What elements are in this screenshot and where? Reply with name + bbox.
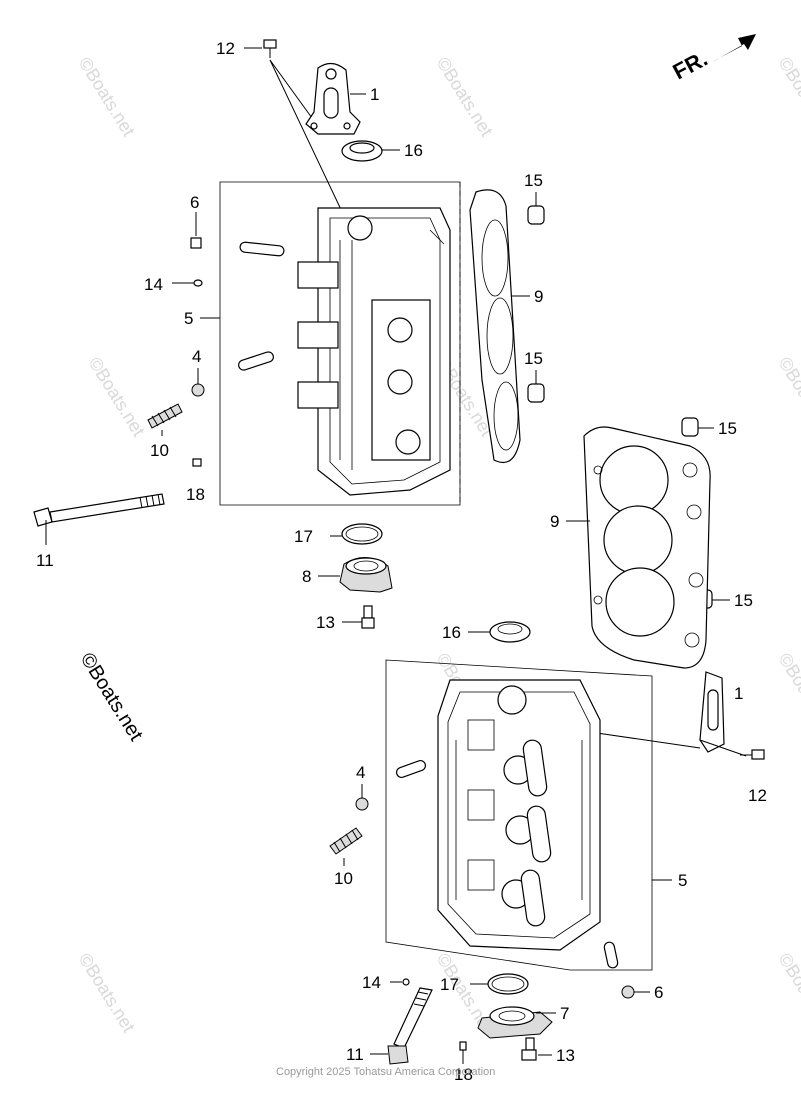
pin-18-top [192,458,202,467]
front-label: FR. [669,46,712,85]
callout-8: 8 [302,567,311,586]
plug-6-top [190,237,202,249]
watermark: ©Boats.net [75,54,139,140]
callout-10-bottom: 10 [334,869,353,888]
callout-15-c: 15 [718,419,737,438]
callout-11-top: 11 [36,551,54,570]
plug-6-bottom [621,985,635,999]
callout-9-top: 9 [534,287,543,306]
watermark: ©Boats.net [775,54,801,140]
callout-7: 7 [560,1004,569,1023]
front-direction-indicator: FR. [669,34,756,84]
bolt-12-bottom [740,749,765,760]
cylinder-head-bottom [437,679,601,951]
bolt-12-top [263,39,277,58]
callout-14-top: 14 [144,275,163,294]
gasket-9-mid [583,426,711,669]
watermark: ©Boats.net [85,354,149,440]
pin-14-bottom [402,978,410,986]
top-head-frame [219,181,461,506]
callout-9-mid: 9 [550,512,559,531]
callout-5-top: 5 [184,309,193,328]
callout-16-top: 16 [404,141,423,160]
callout-13-bottom: 13 [556,1046,575,1065]
callout-4-top: 4 [192,347,201,366]
callout-15-a: 15 [524,171,543,190]
oring-17-top [341,523,383,545]
watermark: ©Boats.net [775,650,801,736]
callout-13-top: 13 [316,613,335,632]
bolt-13-top [361,605,375,629]
dowel-bottom-b [603,941,619,969]
callout-1-top: 1 [370,85,379,104]
callout-17-top: 17 [294,527,313,546]
pin-14-top [193,279,203,287]
callout-15-b: 15 [524,349,543,368]
callout-10-top: 10 [150,441,169,460]
callout-14-bottom: 14 [362,973,381,992]
bottom-head-frame [385,659,653,971]
callout-6-top: 6 [190,193,199,212]
watermark: ©Boats.net [433,54,497,140]
front-arrow-icon [712,34,756,62]
bracket-1-top [305,62,361,135]
callout-15-d: 15 [734,591,753,610]
spring-10-top [147,403,183,429]
cover-7 [477,1006,553,1039]
callout-6-bottom: 6 [654,983,663,1002]
seal-16-top [341,140,383,162]
callout-18-top: 18 [186,485,205,504]
callout-18-bottom: 18 [454,1065,473,1084]
callout-12-top: 12 [216,39,235,58]
watermark: ©Boats.net [775,950,801,1036]
callout-labels: 12 1 16 6 14 5 4 10 18 11 15 9 15 15 9 1… [36,39,767,1084]
dowel-top-a [239,241,285,257]
gasket-9-top [469,189,521,464]
plug-4-top [191,383,205,397]
callout-16-bottom: 16 [442,623,461,642]
callout-11-bottom: 11 [346,1045,364,1064]
bolt-13-bottom [521,1037,537,1061]
bolt-11-top [33,493,165,527]
callout-12-bottom: 12 [748,786,767,805]
copyright-text: Copyright 2025 Tohatsu America Corporati… [276,1066,495,1078]
bolt-11-bottom [387,987,433,1065]
watermark: ©Boats.net [75,950,139,1036]
dowel-15-a [527,205,545,225]
plug-4-bottom [355,797,369,811]
cover-8 [339,557,393,593]
callout-4-bottom: 4 [356,763,365,782]
callout-5-bottom: 5 [678,871,687,890]
watermark: ©Boats.net [775,354,801,440]
callout-1-bottom: 1 [734,684,743,703]
callout-17-bottom: 17 [440,975,459,994]
seal-16-bottom [489,621,531,643]
dowel-top-b [238,351,274,371]
dowel-15-b [527,383,545,403]
watermark-prominent: ©Boats.net [76,649,147,745]
dowel-bottom-a [396,759,426,779]
bracket-1-bottom [699,671,725,753]
spring-10-bottom [329,827,363,855]
pin-18-bottom [459,1041,467,1051]
dowel-15-c [681,417,699,437]
cylinder-head-top [297,207,451,496]
